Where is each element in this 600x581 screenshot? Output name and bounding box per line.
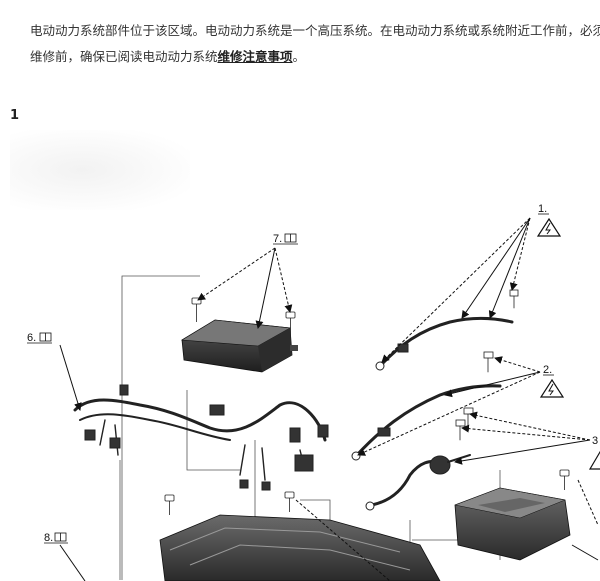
callout-3[interactable]: 3	[588, 435, 600, 470]
callout-6[interactable]: 6.	[27, 332, 52, 344]
high-voltage-warning-icon	[536, 217, 562, 237]
electronic-module	[181, 319, 298, 373]
service-precautions-link[interactable]: 维修注意事项	[217, 49, 293, 64]
battery-tray	[159, 514, 441, 581]
intro-line-2-suffix: 。	[292, 49, 306, 64]
intro-line-2: 维修前，确保已阅读电动动力系统维修注意事项。	[30, 44, 600, 70]
bolt-right	[164, 469, 570, 515]
callout-7[interactable]: 7.	[273, 233, 298, 245]
manual-book-icon	[39, 332, 52, 342]
power-inverter-module	[454, 487, 571, 561]
callout-7-label: 7.	[273, 233, 282, 245]
high-voltage-cable-1	[375, 289, 519, 371]
section-number: 1	[10, 108, 20, 123]
high-voltage-cable-2	[351, 351, 502, 461]
callout-6-label: 6.	[27, 332, 36, 344]
faded-area	[10, 130, 190, 210]
manual-book-icon	[284, 233, 297, 243]
high-voltage-warning-icon	[588, 450, 600, 470]
intro-text: 电动动力系统部件位于该区域。电动动力系统是一个高压系统。在电动动力系统或系统附近…	[30, 18, 600, 70]
callout-8-label: 8.	[44, 532, 53, 544]
callout-1-label: 1.	[538, 203, 547, 215]
intro-line-1: 电动动力系统部件位于该区域。电动动力系统是一个高压系统。在电动动力系统或系统附近…	[30, 23, 600, 38]
high-voltage-cable-3	[365, 407, 474, 511]
callout-2[interactable]: 2.	[539, 364, 565, 398]
callout-8[interactable]: 8.	[44, 532, 68, 544]
leader-lines	[59, 217, 599, 581]
manual-book-icon	[54, 532, 67, 542]
callout-3-label: 3	[592, 435, 598, 447]
wiring-harness	[73, 384, 329, 491]
intro-line-2-prefix: 维修前，确保已阅读电动动力系统	[30, 49, 218, 64]
callout-1[interactable]: 1.	[536, 203, 562, 237]
high-voltage-warning-icon	[539, 378, 565, 398]
callout-2-label: 2.	[543, 364, 552, 376]
